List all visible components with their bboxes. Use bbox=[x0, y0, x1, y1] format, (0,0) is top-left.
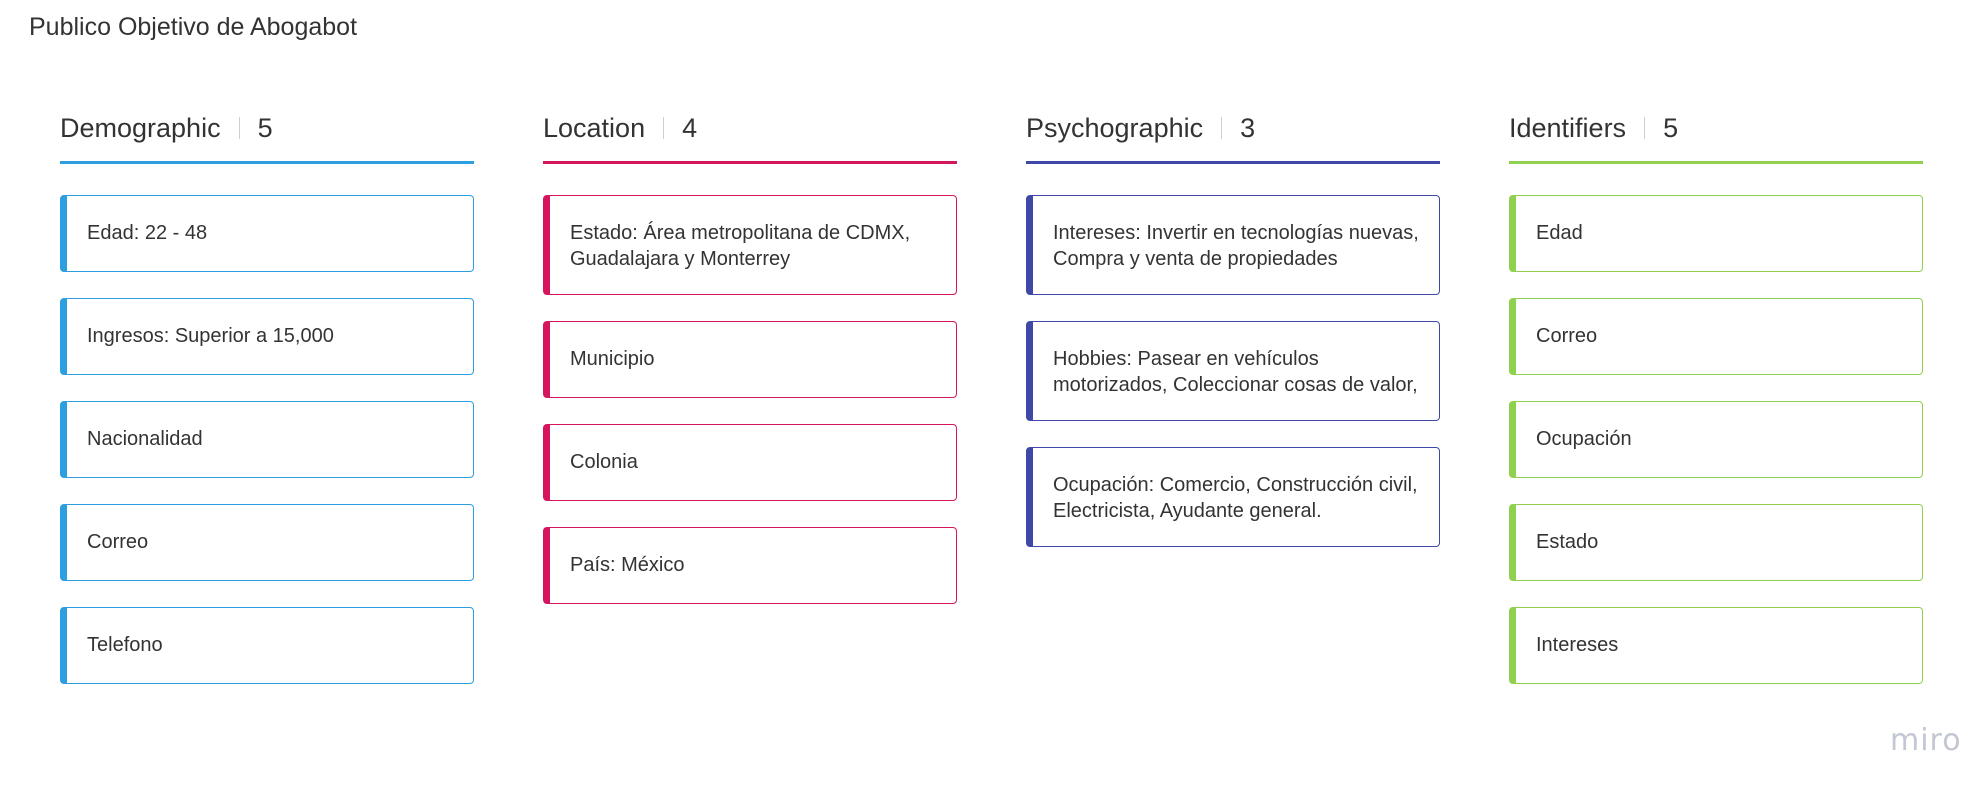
column-demographic: Demographic 5 Edad: 22 - 48 Ingresos: Su… bbox=[60, 95, 474, 710]
sticky-card[interactable]: Intereses: Invertir en tecnologías nueva… bbox=[1026, 195, 1440, 295]
persona-columns: Demographic 5 Edad: 22 - 48 Ingresos: Su… bbox=[60, 95, 1923, 695]
sticky-card[interactable]: Municipio bbox=[543, 321, 957, 398]
sticky-card[interactable]: Hobbies: Pasear en vehículos motorizados… bbox=[1026, 321, 1440, 421]
sticky-card[interactable]: Nacionalidad bbox=[60, 401, 474, 478]
sticky-card[interactable]: Edad bbox=[1509, 195, 1923, 272]
column-header: Psychographic 3 bbox=[1026, 95, 1440, 161]
column-underline bbox=[543, 161, 957, 164]
sticky-card[interactable]: Estado: Área metropolitana de CDMX, Guad… bbox=[543, 195, 957, 295]
column-header: Demographic 5 bbox=[60, 95, 474, 161]
column-underline bbox=[1509, 161, 1923, 164]
column-title: Demographic bbox=[60, 112, 221, 143]
column-underline bbox=[60, 161, 474, 164]
sticky-card[interactable]: País: México bbox=[543, 527, 957, 604]
column-header: Location 4 bbox=[543, 95, 957, 161]
column-count: 3 bbox=[1240, 112, 1256, 143]
header-divider bbox=[1644, 117, 1646, 139]
sticky-card[interactable]: Telefono bbox=[60, 607, 474, 684]
sticky-card[interactable]: Edad: 22 - 48 bbox=[60, 195, 474, 272]
column-psychographic: Psychographic 3 Intereses: Invertir en t… bbox=[1026, 95, 1440, 573]
column-title: Identifiers bbox=[1509, 112, 1627, 143]
sticky-card[interactable]: Ingresos: Superior a 15,000 bbox=[60, 298, 474, 375]
board-title: Publico Objetivo de Abogabot bbox=[29, 13, 358, 41]
column-title: Psychographic bbox=[1026, 112, 1204, 143]
header-divider bbox=[1221, 117, 1223, 139]
sticky-card[interactable]: Ocupación: Comercio, Construcción civil,… bbox=[1026, 447, 1440, 547]
header-divider bbox=[238, 117, 240, 139]
column-count: 5 bbox=[1663, 112, 1679, 143]
column-count: 5 bbox=[257, 112, 273, 143]
column-identifiers: Identifiers 5 Edad Correo Ocupación Esta… bbox=[1509, 95, 1923, 710]
sticky-card[interactable]: Correo bbox=[1509, 298, 1923, 375]
sticky-card[interactable]: Colonia bbox=[543, 424, 957, 501]
sticky-card[interactable]: Ocupación bbox=[1509, 401, 1923, 478]
sticky-card[interactable]: Correo bbox=[60, 504, 474, 581]
column-count: 4 bbox=[682, 112, 698, 143]
sticky-card[interactable]: Intereses bbox=[1509, 607, 1923, 684]
column-location: Location 4 Estado: Área metropolitana de… bbox=[543, 95, 957, 630]
miro-logo: miro bbox=[1890, 723, 1962, 758]
column-title: Location bbox=[543, 112, 646, 143]
sticky-card[interactable]: Estado bbox=[1509, 504, 1923, 581]
header-divider bbox=[663, 117, 665, 139]
column-header: Identifiers 5 bbox=[1509, 95, 1923, 161]
column-underline bbox=[1026, 161, 1440, 164]
